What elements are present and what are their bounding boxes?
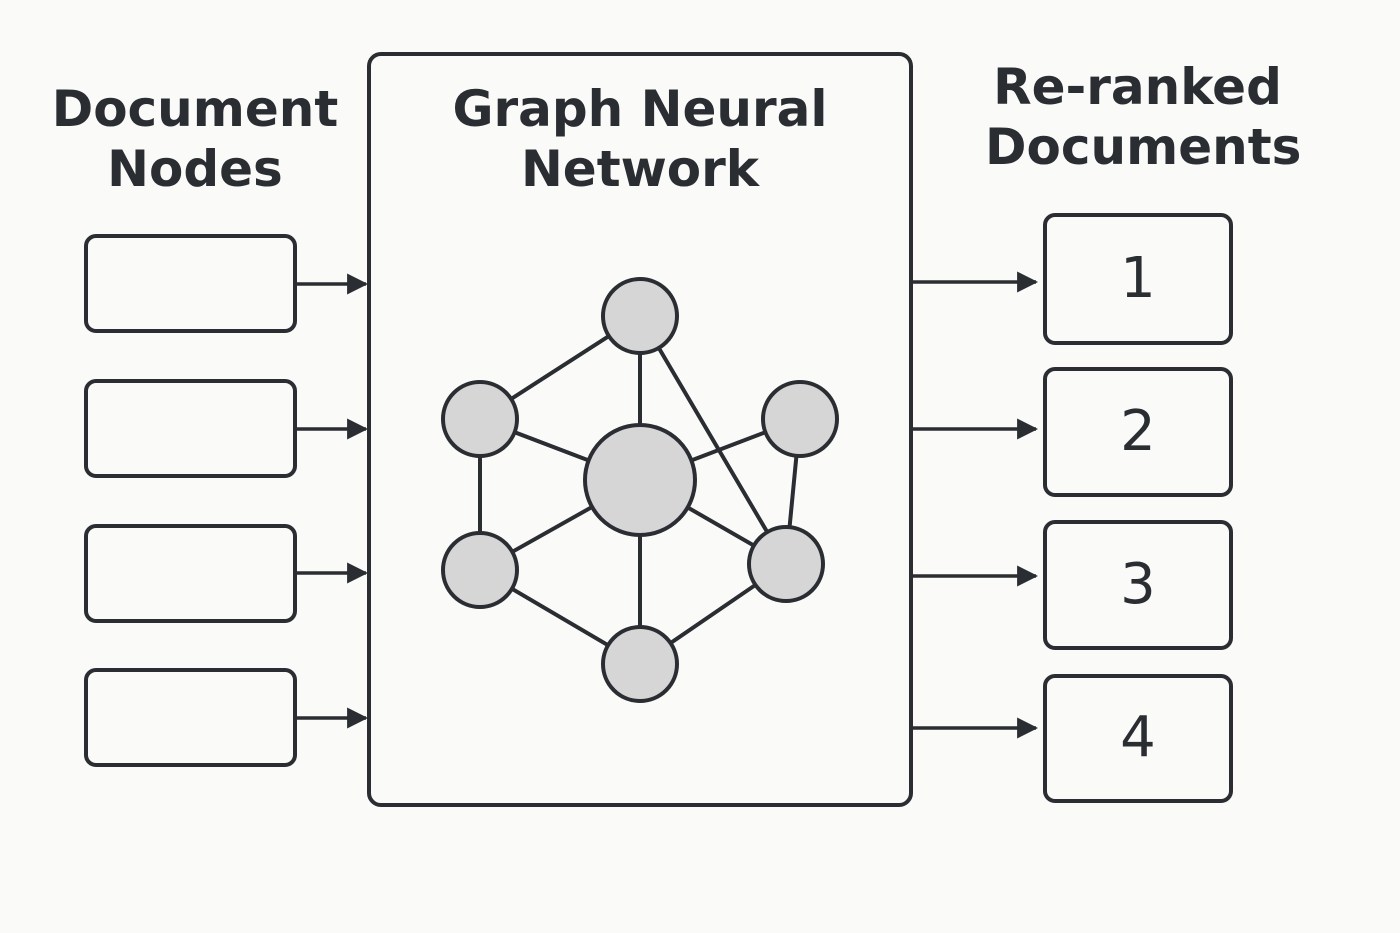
rank-number: 3	[1120, 552, 1156, 617]
output-arrows	[913, 271, 1039, 739]
heading-line: Nodes	[107, 140, 283, 198]
reranked-documents-heading: Re-ranked Documents	[985, 57, 1302, 177]
gnn-panel	[367, 52, 913, 807]
rank-number: 1	[1120, 246, 1156, 311]
rank-number: 2	[1120, 399, 1156, 464]
graph-node-top	[601, 277, 679, 355]
graph-node-left-upper	[441, 380, 519, 458]
document-node-box	[84, 379, 297, 478]
document-nodes	[84, 234, 297, 767]
ranked-document-box	[1043, 213, 1233, 345]
graph-nodes	[441, 277, 839, 703]
graph-node-bottom	[601, 625, 679, 703]
graph-node-center	[583, 423, 697, 537]
heading-line: Graph Neural	[452, 80, 828, 138]
graph-node-right-lower	[747, 525, 825, 603]
input-arrows	[297, 273, 369, 729]
ranked-document-box	[1043, 674, 1233, 803]
heading-line: Documents	[985, 118, 1302, 176]
gnn-heading: Graph Neural Network	[440, 79, 840, 199]
graph-node-right-upper	[761, 380, 839, 458]
document-node-box	[84, 234, 297, 333]
ranked-document-box	[1043, 367, 1233, 497]
document-node-box	[84, 668, 297, 767]
graph-edge	[638, 314, 788, 566]
ranked-document-box	[1043, 520, 1233, 650]
ranked-document-boxes	[1043, 213, 1233, 803]
document-node-box	[84, 524, 297, 623]
graph-node-left-lower	[441, 531, 519, 609]
heading-line: Re-ranked	[993, 58, 1282, 116]
heading-line: Network	[520, 140, 760, 198]
rank-number: 4	[1120, 705, 1156, 770]
heading-line: Document	[51, 80, 339, 138]
document-nodes-heading: Document Nodes	[40, 79, 350, 199]
